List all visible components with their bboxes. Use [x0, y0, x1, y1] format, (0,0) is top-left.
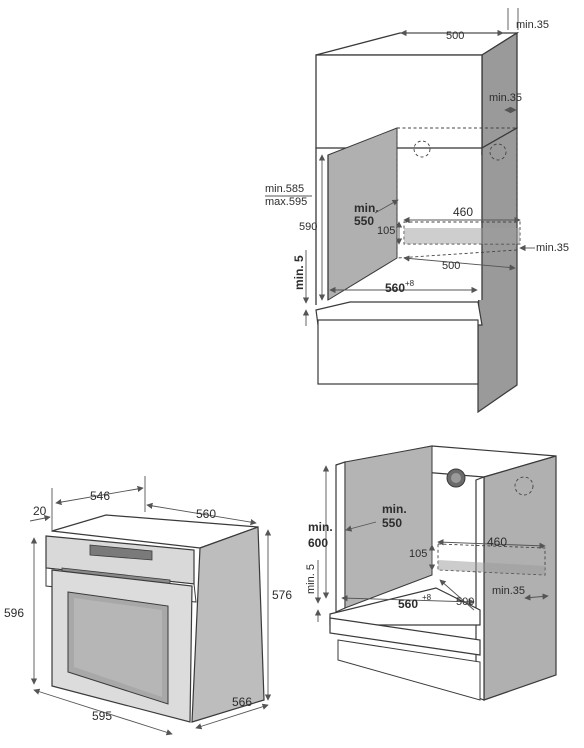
- dim-min550-label-cab: min.: [382, 502, 407, 516]
- dim-min5: min. 5: [292, 255, 306, 290]
- dim-min550-cab: 550: [382, 516, 402, 530]
- dim-560-tolerance: +8: [405, 279, 415, 288]
- dim-566: 566: [232, 695, 252, 709]
- column-installation-diagram: 500 min.35 min.35 min.585 max.595 590 mi…: [265, 8, 569, 414]
- dim-560-cab: 560: [398, 597, 418, 611]
- dim-min-label-cab: min.: [308, 520, 333, 534]
- upper-cabinet: [315, 31, 520, 150]
- oven-diagram: 546 20 560 596 576 595 566: [4, 476, 292, 736]
- dim-460: 460: [453, 205, 473, 219]
- dim-105-cab: 105: [409, 548, 427, 560]
- dim-560-oven: 560: [196, 507, 216, 521]
- dim-min550: 550: [354, 214, 374, 228]
- dim-460-cab: 460: [487, 535, 507, 549]
- dim-max595: max.595: [265, 196, 307, 208]
- dim-596: 596: [4, 606, 24, 620]
- dim-min35-cab: min.35: [492, 585, 525, 597]
- dim-min600: 600: [308, 536, 328, 550]
- dim-590: 590: [299, 221, 317, 233]
- dim-595: 595: [92, 709, 112, 723]
- column-side-panel: [477, 126, 518, 414]
- dim-min-label: min.: [354, 201, 379, 215]
- dim-546: 546: [90, 489, 110, 503]
- dim-560: 560: [385, 281, 405, 295]
- dim-min35-top: min.35: [516, 19, 549, 31]
- dim-500-top: 500: [446, 30, 464, 42]
- dim-576: 576: [272, 588, 292, 602]
- dim-560-tolerance-cab: +8: [422, 593, 432, 602]
- dim-500-cab: 500: [456, 596, 474, 608]
- dim-105: 105: [377, 225, 395, 237]
- dim-min35-right: min.35: [489, 92, 522, 104]
- lower-cabinet: [315, 301, 483, 385]
- dim-min35-mid: min.35: [536, 242, 569, 254]
- dim-500: 500: [442, 260, 460, 272]
- undercounter-cabinet-diagram: min. 600 min. 550 105 460 min. 5 560 +8 …: [305, 445, 557, 701]
- dim-20: 20: [33, 504, 47, 518]
- dim-min5-cab: min. 5: [305, 564, 317, 594]
- dim-min585: min.585: [265, 183, 304, 195]
